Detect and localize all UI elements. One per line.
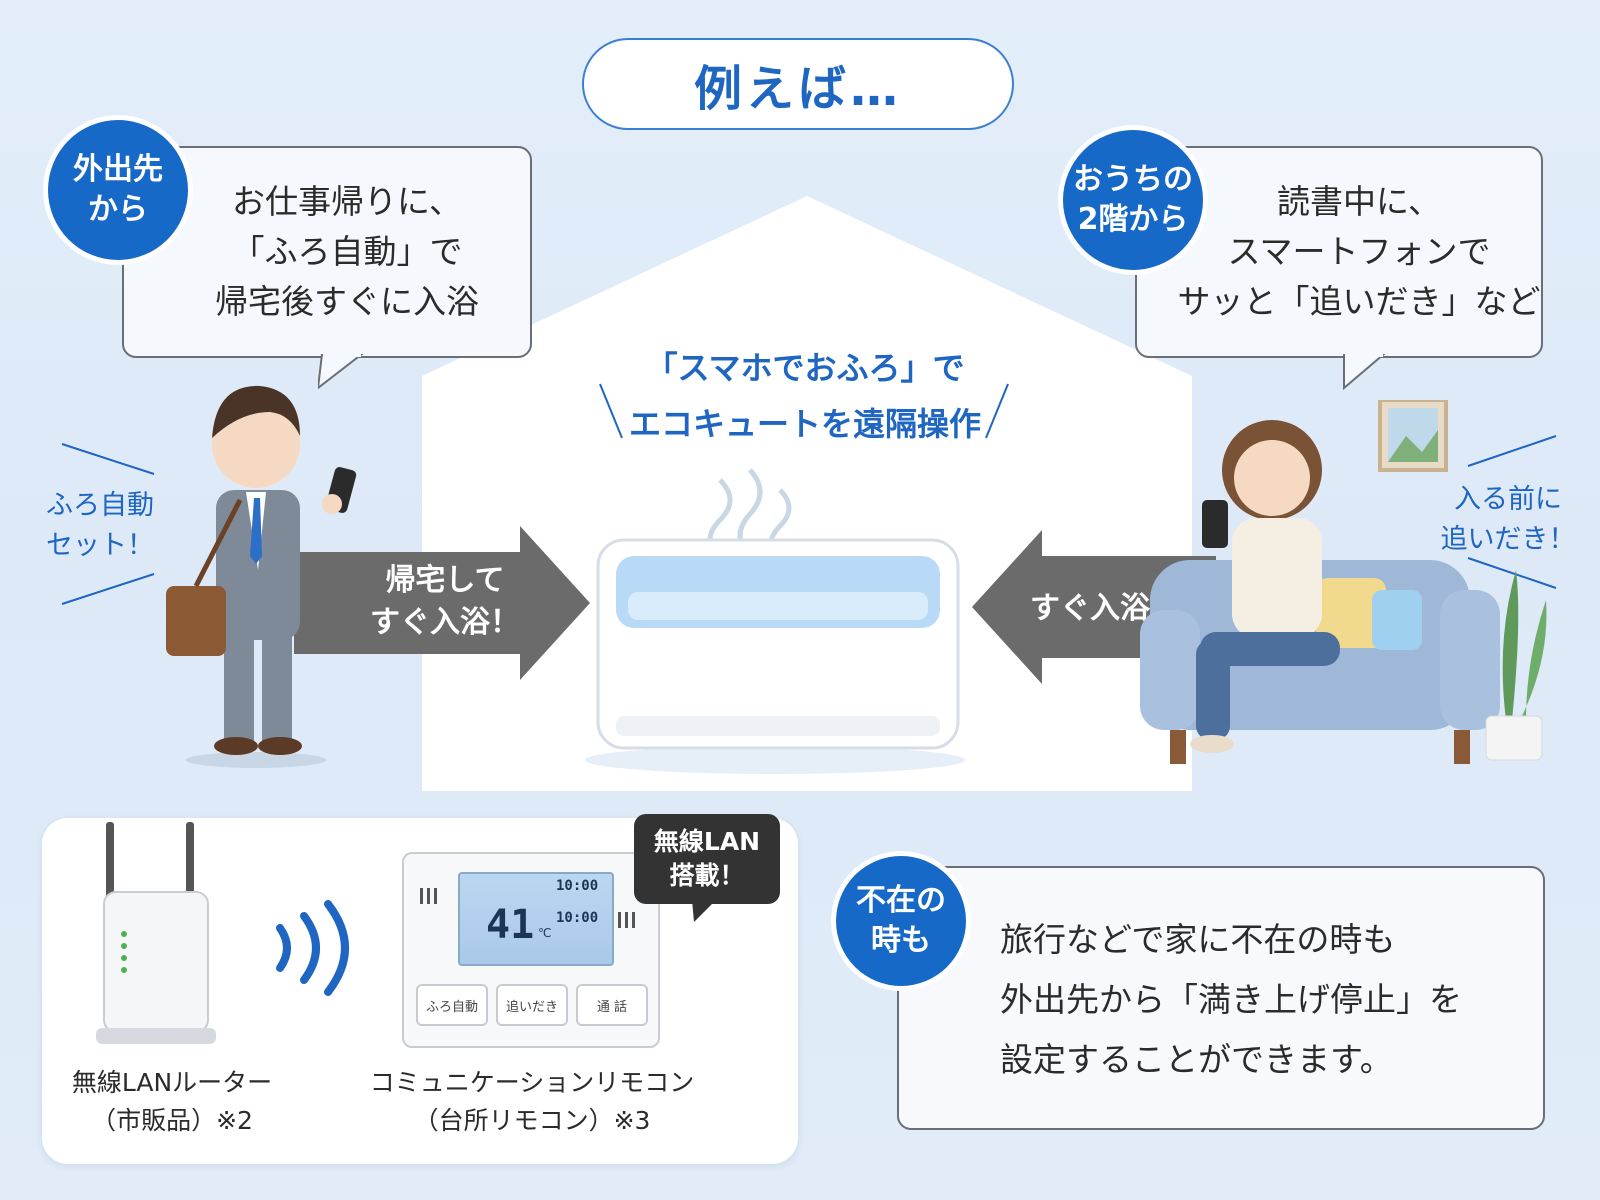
house-caption-line: 「スマホでおふろ」で [645,349,965,387]
house-caption-line: エコキュートを遠隔操作 [628,405,981,443]
remote-time: 10:00 [556,910,599,926]
remote-button-furo-auto[interactable]: ふろ自動 [416,984,488,1026]
remote-temp: 41 [486,902,535,948]
wifi-tag-line: 搭載！ [669,861,745,890]
remote-time: 10:00 [556,878,599,894]
microphone-grille-icon [618,912,635,928]
left-bubble-line: お仕事帰りに、 [231,182,462,221]
remote-temp-unit: ℃ [538,926,552,940]
remote-label: （台所リモコン）※3 [413,1106,651,1135]
page-title: 例えば… [693,61,902,117]
absence-info-box [897,866,1545,1130]
left-side-label: セット！ [46,530,154,561]
left-badge-line: 外出先 [73,152,163,187]
left-badge: 外出先 から [48,120,188,260]
router-label: 無線LANルーター [71,1068,273,1097]
right-bubble-tail [1343,354,1386,390]
wifi-tag: 無線LAN 搭載！ [634,814,780,904]
right-badge-line: おうちの [1073,162,1193,197]
caption-slash-right-icon [985,383,1009,439]
woman-on-sofa-illustration [1140,400,1547,764]
left-accent-lines [61,443,155,605]
remote-label: コミュニケーションリモコン [369,1068,695,1097]
left-badge-line: から [88,192,148,227]
absence-text: 旅行などで家に不在の時も 外出先から「満き上げ停止」を 設定することができます。 [1000,910,1462,1090]
speaker-grille-icon [420,888,437,904]
remote-controller: 41 ℃ 10:00 10:00 ふろ自動 追いだき 通 話 [402,852,660,1048]
right-side-label: 入る前に [1454,484,1562,515]
left-speech-bubble: お仕事帰りに、 「ふろ自動」で 帰宅後すぐに入浴 [122,146,532,358]
right-bubble-line: スマートフォンで [1227,232,1491,271]
right-accent-lines [1467,435,1557,589]
left-arrow-icon [294,526,590,680]
absence-line: 設定することができます。 [1000,1040,1393,1079]
router-label: （市販品）※2 [91,1106,253,1135]
left-bubble-tail [318,354,364,390]
absence-line: 旅行などで家に不在の時も [1000,920,1396,959]
right-side-label: 追いだき！ [1440,524,1576,555]
left-side-label: ふろ自動 [46,490,154,521]
absence-badge-line: 不在の [856,883,946,918]
absence-line: 外出先から「満き上げ停止」を [1000,980,1462,1019]
right-bubble-line: 読書中に、 [1276,182,1441,221]
left-bubble-line: 帰宅後すぐに入浴 [215,282,479,321]
businessman-illustration [166,385,357,768]
left-arrow-text: すぐ入浴！ [370,605,520,640]
right-badge: おうちの 2階から [1063,130,1203,270]
right-badge-line: 2階から [1077,202,1189,237]
right-speech-bubble: 読書中に、 スマートフォンで サッと「追いだき」など [1135,146,1543,358]
remote-button-call[interactable]: 通 話 [576,984,648,1026]
remote-screen: 41 ℃ 10:00 10:00 [458,872,614,966]
wifi-tag-tail [692,900,716,922]
left-bubble-line: 「ふろ自動」で [231,232,463,271]
title-pill: 例えば… [582,38,1014,130]
bathtub-icon [585,468,965,774]
right-bubble-line: サッと「追いだき」など [1177,282,1541,321]
caption-slash-left-icon [599,383,623,439]
left-arrow-text: 帰宅して [385,563,505,598]
absence-badge-line: 時も [871,923,931,958]
house-caption: 「スマホでおふろ」で エコキュートを遠隔操作 [560,340,1050,452]
router-icon [96,822,216,1044]
wifi-signal-icon [276,900,349,996]
remote-button-oidaki[interactable]: 追いだき [496,984,568,1026]
wifi-tag-line: 無線LAN [653,827,761,856]
absence-badge: 不在の 時も [836,856,966,986]
